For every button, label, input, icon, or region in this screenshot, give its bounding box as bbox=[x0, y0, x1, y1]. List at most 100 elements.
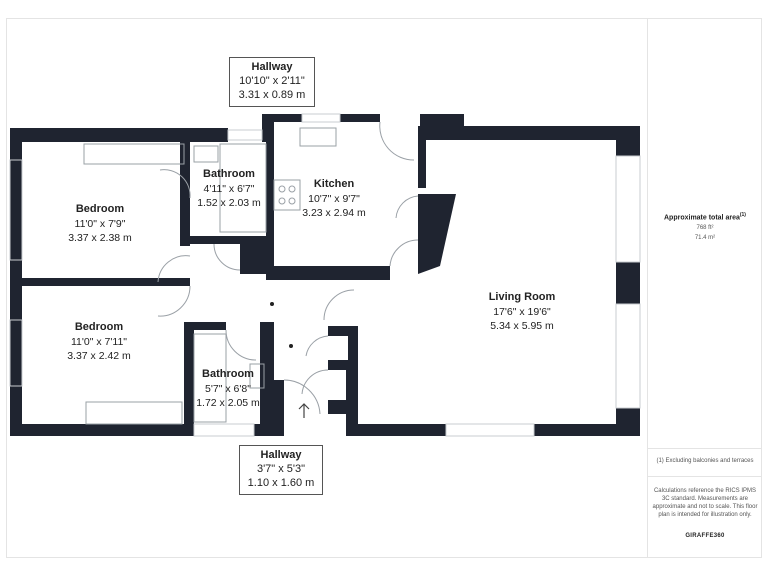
wall bbox=[420, 126, 640, 140]
wall bbox=[10, 128, 228, 142]
wall bbox=[616, 262, 640, 304]
area-title: Approximate total area(1) bbox=[652, 211, 758, 222]
wall bbox=[266, 140, 274, 280]
wall bbox=[418, 126, 426, 188]
wall bbox=[180, 236, 266, 244]
wall bbox=[260, 322, 274, 386]
room-dimensions-imperial: 11'0" x 7'9" bbox=[75, 218, 126, 230]
room-dimensions-imperial: 5'7" x 6'8" bbox=[205, 383, 251, 395]
bathtub bbox=[193, 333, 227, 423]
wall bbox=[534, 424, 640, 436]
door-swing bbox=[389, 239, 419, 267]
room-dimensions-imperial: 17'6" x 19'6" bbox=[493, 306, 551, 318]
kitchen-sink bbox=[299, 127, 337, 147]
wall bbox=[10, 424, 186, 436]
wall bbox=[346, 424, 446, 436]
room-name: Bedroom bbox=[75, 321, 124, 333]
light-point-icon bbox=[270, 302, 274, 306]
window bbox=[615, 155, 641, 263]
door-swing bbox=[157, 285, 191, 317]
disclaimer: Calculations reference the RICS IPMS 3C … bbox=[652, 488, 758, 518]
area-ft: 768 ft² bbox=[696, 225, 714, 231]
wall bbox=[420, 114, 464, 128]
hallway-callout-bottom: Hallway 3'7" x 5'3" 1.10 x 1.60 m bbox=[239, 445, 323, 495]
room-label-kitchen: Kitchen 10'7" x 9'7" 3.23 x 2.94 m bbox=[302, 178, 366, 219]
room-dimensions-imperial: 4'11" x 6'7" bbox=[204, 183, 255, 195]
room-label-bedroom-1: Bedroom 11'0" x 7'9" 3.37 x 2.38 m bbox=[68, 203, 132, 244]
toilet bbox=[249, 363, 265, 389]
wall bbox=[328, 400, 354, 414]
area-m: 71.4 m² bbox=[694, 235, 716, 241]
sidebar-divider bbox=[647, 18, 648, 558]
door-swing bbox=[159, 169, 191, 199]
room-label-bathroom-1: Bathroom 4'11" x 6'7" 1.52 x 2.03 m bbox=[197, 168, 261, 209]
room-name: Kitchen bbox=[314, 178, 355, 190]
sidebar-rule bbox=[648, 476, 762, 477]
room-label-living-room: Living Room 17'6" x 19'6" 5.34 x 5.95 m bbox=[489, 291, 556, 332]
window bbox=[9, 319, 23, 387]
area-title-text: Approximate total area bbox=[664, 214, 740, 222]
room-dimensions-metric: 1.10 x 1.60 m bbox=[247, 477, 315, 489]
room-name: Bathroom bbox=[203, 168, 255, 180]
wall bbox=[184, 424, 194, 436]
fixtures bbox=[9, 113, 641, 437]
room-label-bathroom-2: Bathroom 5'7" x 6'8" 1.72 x 2.05 m bbox=[196, 368, 260, 409]
room-dimensions-metric: 5.34 x 5.95 m bbox=[490, 320, 554, 332]
window bbox=[193, 423, 255, 437]
wall bbox=[10, 278, 190, 286]
hob-ring bbox=[278, 185, 286, 193]
room-name: Hallway bbox=[251, 61, 293, 73]
wall bbox=[180, 140, 190, 246]
door-swing bbox=[225, 329, 257, 361]
brand-logo: GIRAFFE360 bbox=[685, 533, 725, 539]
door-swing bbox=[379, 121, 415, 161]
room-dimensions-metric: 1.52 x 2.03 m bbox=[197, 197, 261, 209]
room-dimensions-metric: 3.31 x 0.89 m bbox=[238, 89, 306, 101]
wardrobe bbox=[83, 143, 185, 165]
wall bbox=[348, 326, 358, 366]
wall bbox=[260, 380, 284, 436]
wall bbox=[346, 360, 358, 436]
toilet bbox=[193, 145, 219, 163]
room-name: Living Room bbox=[489, 291, 556, 303]
room-dimensions-imperial: 10'10" x 2'11" bbox=[239, 75, 305, 87]
room-dimensions-imperial: 11'0" x 7'11" bbox=[71, 336, 127, 348]
window bbox=[615, 303, 641, 409]
wall bbox=[328, 326, 354, 336]
door-swing bbox=[395, 195, 419, 219]
walls bbox=[10, 114, 640, 436]
wall bbox=[418, 194, 456, 274]
wardrobe bbox=[85, 401, 183, 425]
window bbox=[445, 423, 535, 437]
door-swing bbox=[323, 289, 355, 321]
light-point-icon bbox=[289, 344, 293, 348]
door-swing bbox=[305, 335, 329, 357]
room-dimensions-metric: 3.37 x 2.42 m bbox=[67, 350, 131, 362]
room-name: Bathroom bbox=[202, 368, 254, 380]
window bbox=[301, 113, 341, 123]
room-dimensions-imperial: 10'7" x 9'7" bbox=[308, 193, 360, 205]
door-swing bbox=[157, 255, 191, 283]
door-swing bbox=[213, 243, 241, 271]
window bbox=[9, 159, 23, 261]
wall bbox=[340, 114, 380, 122]
area-footnote: (1) Excluding balconies and terraces bbox=[656, 458, 754, 464]
room-dimensions-metric: 3.37 x 2.38 m bbox=[68, 232, 132, 244]
wall bbox=[184, 322, 226, 330]
sidebar-rule bbox=[648, 448, 762, 449]
hob-ring bbox=[288, 197, 296, 205]
hob-ring bbox=[278, 197, 286, 205]
room-label-bedroom-2: Bedroom 11'0" x 7'11" 3.37 x 2.42 m bbox=[67, 321, 131, 362]
door-swing bbox=[283, 379, 321, 415]
door-swing bbox=[301, 369, 329, 395]
room-name: Hallway bbox=[260, 449, 302, 461]
entrance-arrow-icon bbox=[298, 403, 310, 418]
wall bbox=[240, 236, 266, 274]
wall bbox=[184, 322, 194, 426]
room-dimensions-imperial: 3'7" x 5'3" bbox=[256, 463, 306, 475]
bathtub bbox=[219, 143, 267, 233]
window bbox=[227, 129, 263, 141]
wall bbox=[266, 266, 390, 280]
hob bbox=[273, 179, 301, 211]
plan-frame bbox=[6, 18, 762, 558]
